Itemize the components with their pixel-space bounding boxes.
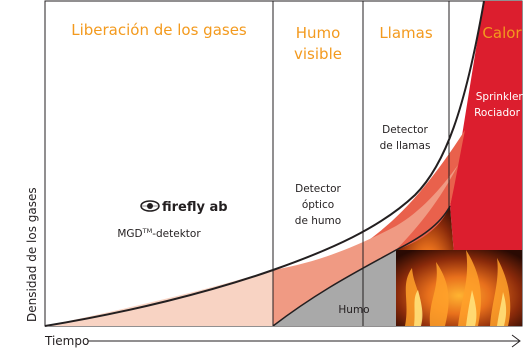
y-axis-label: Densidad de los gases bbox=[25, 187, 39, 322]
x-axis-arrowhead bbox=[511, 334, 521, 348]
secondary-curve bbox=[272, 205, 451, 327]
phase-humo-title-2: visible bbox=[294, 45, 342, 63]
humo-zone-fill bbox=[273, 165, 458, 326]
phase-gases-title: Liberación de los gases bbox=[71, 21, 247, 39]
llamas-band bbox=[273, 250, 396, 326]
sprinkler-label-2: Rociador bbox=[474, 107, 520, 119]
detector-optico-3: de humo bbox=[295, 215, 341, 227]
mgd-detektor-label: MGDTM-detektor bbox=[117, 227, 201, 240]
sprinkler-label-1: Sprinkler/ bbox=[476, 91, 527, 103]
firefly-logo: firefly ab bbox=[140, 200, 228, 215]
gas-density-curve bbox=[44, 0, 485, 327]
detector-llamas-2: de llamas bbox=[380, 140, 431, 152]
x-axis-label: Tiempo bbox=[44, 334, 89, 348]
firefly-logo-text: firefly ab bbox=[162, 200, 228, 215]
phase-llamas-title: Llamas bbox=[379, 24, 433, 42]
flame-shapes bbox=[405, 250, 511, 326]
humo-area-label: Humo bbox=[338, 304, 369, 316]
detector-optico-2: óptico bbox=[302, 199, 334, 211]
detector-llamas-1: Detector bbox=[382, 124, 428, 136]
mgd-suffix: -detektor bbox=[152, 228, 201, 240]
phase-calor-title: Calor bbox=[482, 24, 522, 42]
mgd-main: MGD bbox=[117, 228, 142, 240]
gas-zone-fill bbox=[45, 270, 273, 326]
calor-zone-fill bbox=[450, 1, 522, 326]
mgd-sup: TM bbox=[142, 227, 153, 235]
detector-optico-1: Detector bbox=[295, 183, 341, 195]
phase-humo-title-1: Humo bbox=[296, 24, 341, 42]
